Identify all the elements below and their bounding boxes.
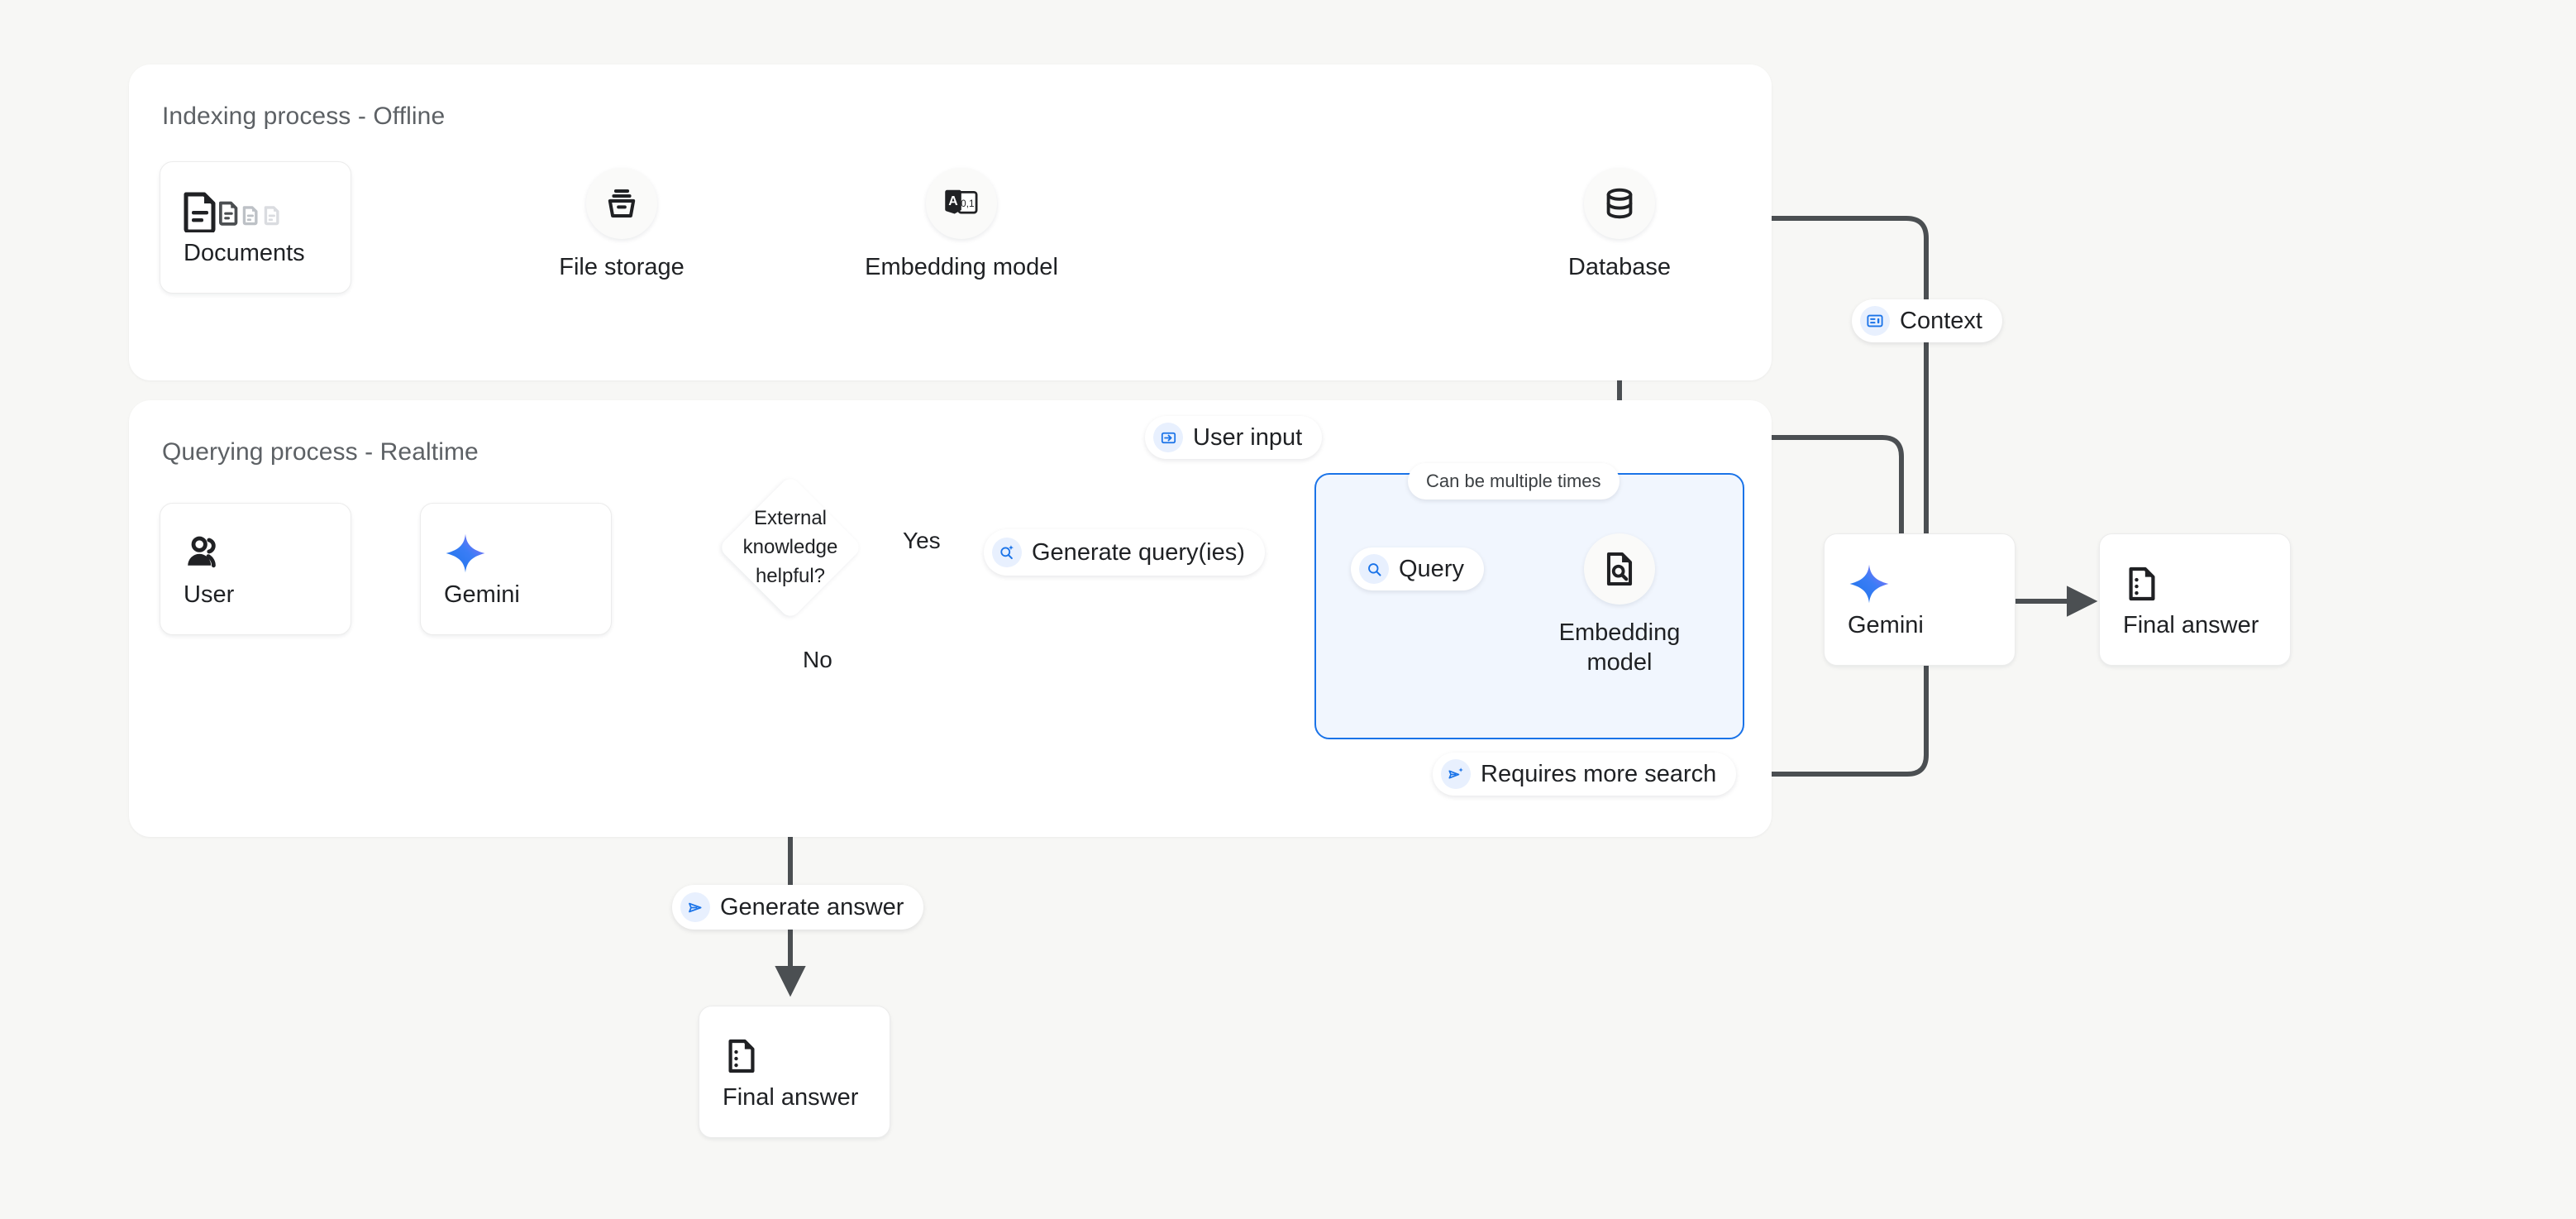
node-gemini-right-label: Gemini — [1848, 614, 2015, 638]
node-final-answer-right-label: Final answer — [2123, 614, 2290, 638]
document-search-icon — [1600, 550, 1639, 588]
pill-generate-queries-label: Generate query(ies) — [1032, 541, 1245, 565]
database-icon — [1600, 184, 1639, 222]
edge-label-no: No — [803, 647, 832, 673]
pill-context[interactable]: Context — [1852, 299, 2002, 342]
login-arrow-icon — [1153, 423, 1183, 452]
search-icon — [1359, 554, 1389, 584]
node-decision-label: External knowledge helpful? — [718, 504, 863, 590]
send-icon — [680, 892, 710, 922]
file-storage-icon — [603, 184, 641, 222]
pill-requires-more-search-label: Requires more search — [1481, 762, 1716, 786]
pill-query-label: Query — [1399, 557, 1464, 581]
node-gemini-left-label: Gemini — [444, 583, 611, 607]
pill-generate-answer[interactable]: Generate answer — [672, 885, 923, 930]
final-answer-icon — [2123, 562, 2290, 605]
retrieval-loop-container — [1314, 473, 1744, 739]
context-card-icon — [1860, 306, 1890, 336]
node-gemini-right[interactable]: Gemini — [1824, 533, 2015, 666]
node-user[interactable]: User — [160, 503, 351, 635]
pill-requires-more-search[interactable]: Requires more search — [1433, 753, 1736, 796]
send-sparkle-icon — [1441, 759, 1471, 789]
node-embedding-model-2-label: Embedding model — [1558, 618, 1682, 678]
pill-context-label: Context — [1900, 309, 1982, 333]
svg-text:A: A — [948, 194, 958, 208]
edge-label-yes: Yes — [903, 528, 941, 554]
node-gemini-left[interactable]: Gemini — [420, 503, 612, 635]
node-decision[interactable]: External knowledge helpful? — [739, 496, 842, 599]
pill-user-input-label: User input — [1193, 426, 1302, 450]
node-embedding-model-2[interactable]: Embedding model — [1559, 533, 1680, 678]
gemini-sparkle-icon — [1848, 562, 2015, 605]
file-storage-icon-wrap — [586, 168, 657, 239]
embedding-model-icon-wrap: 0,1 A — [926, 168, 997, 239]
embedding-model-icon: 0,1 A — [942, 184, 981, 223]
final-answer-icon — [723, 1035, 890, 1078]
node-database[interactable]: Database — [1543, 168, 1696, 282]
node-embedding-model-label: Embedding model — [865, 252, 1058, 282]
node-embedding-model[interactable]: 0,1 A Embedding model — [885, 168, 1038, 282]
node-final-answer-bottom-label: Final answer — [723, 1086, 890, 1110]
pill-query[interactable]: Query — [1351, 547, 1484, 590]
node-file-storage[interactable]: File storage — [545, 168, 699, 282]
node-user-label: User — [184, 583, 351, 607]
search-sparkle-icon — [992, 538, 1022, 567]
pill-user-input[interactable]: User input — [1145, 416, 1322, 459]
indexing-panel-title: Indexing process - Offline — [162, 103, 445, 131]
node-file-storage-label: File storage — [559, 252, 685, 282]
pill-can-be-multiple-times: Can be multiple times — [1408, 463, 1620, 500]
database-icon-wrap — [1584, 168, 1655, 239]
pill-generate-answer-label: Generate answer — [720, 896, 904, 920]
node-documents-label: Documents — [184, 241, 351, 265]
node-database-label: Database — [1568, 252, 1671, 282]
pill-generate-queries[interactable]: Generate query(ies) — [984, 529, 1265, 576]
gemini-sparkle-icon — [444, 532, 611, 575]
svg-text:0,1: 0,1 — [961, 198, 974, 209]
pill-can-be-multiple-times-label: Can be multiple times — [1426, 472, 1601, 490]
document-search-icon-wrap — [1584, 533, 1655, 605]
node-documents[interactable]: Documents — [160, 161, 351, 294]
node-final-answer-bottom[interactable]: Final answer — [699, 1006, 890, 1138]
user-icon — [184, 532, 351, 575]
querying-panel-title: Querying process - Realtime — [162, 438, 479, 466]
documents-icon — [184, 190, 351, 233]
node-final-answer-right[interactable]: Final answer — [2099, 533, 2291, 666]
